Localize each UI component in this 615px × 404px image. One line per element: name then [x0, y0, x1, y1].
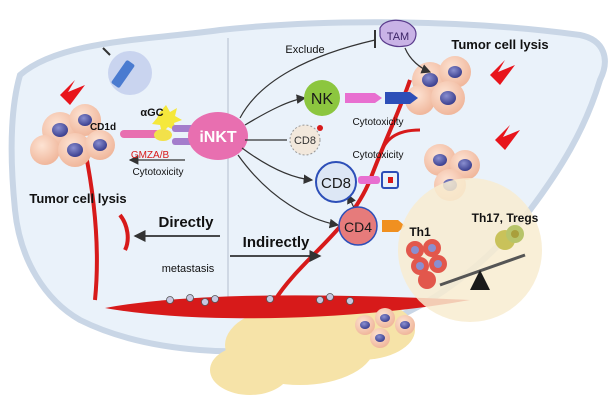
cd4-label: CD4 [344, 219, 372, 235]
metastasis-label: metastasis [162, 263, 215, 275]
cd8-small-label: CD8 [294, 135, 316, 147]
th17-tregs-label: Th17, Tregs [472, 211, 539, 225]
cd4-cell [338, 206, 378, 246]
lightning-icon-mid [495, 125, 520, 150]
indirectly-label: Indirectly [243, 234, 310, 251]
cd8-cell [315, 161, 357, 203]
nk-ligand [385, 92, 418, 104]
cd8-label: CD8 [321, 175, 351, 192]
th1-cells [406, 239, 447, 289]
nk-receptor [345, 93, 382, 103]
cd8-receptor [358, 176, 380, 184]
arrow-to-nk [244, 94, 307, 126]
agc-label: αGC [140, 107, 163, 119]
directly-label: Directly [158, 214, 214, 231]
arrow-tam-tumor [404, 47, 432, 74]
arrow-to-cd4 [237, 154, 340, 229]
balance-fulcrum [470, 270, 490, 290]
tumor-cluster-pancreas [355, 308, 415, 348]
tam-cell [379, 19, 417, 48]
th-balance-panel [398, 178, 542, 322]
cd4-arrow-th1 [382, 220, 405, 232]
exclude-label: Exclude [285, 44, 324, 56]
cd8-small-cell [289, 124, 321, 156]
th17-tregs-cells [495, 225, 524, 250]
vessel-right-branch [378, 128, 421, 156]
lightning-icon-left [60, 80, 85, 105]
tumor-cluster-left [30, 104, 115, 167]
cytotoxicity-nk-label: Cytotoxicity [352, 117, 403, 128]
lightning-icon-top [490, 60, 515, 85]
blood-vessel [105, 295, 470, 319]
cd1d-label: CD1d [90, 122, 116, 133]
gmza-b-label: GMZA/B [131, 150, 170, 161]
cytotoxicity-left-label: Cytotoxicity [132, 167, 183, 178]
syringe-icon [102, 47, 152, 95]
inkt-label: iNKT [199, 129, 237, 146]
arrow-to-cd8 [241, 147, 314, 185]
vessel-left [83, 149, 99, 301]
vessel-cells [166, 293, 354, 306]
inkt-cell [188, 112, 248, 160]
cytotoxicity-cd8-label: Cytotoxicity [352, 150, 403, 161]
balance-beam [439, 253, 526, 287]
tumor-lysis-left-label: Tumor cell lysis [29, 191, 126, 206]
th1-label: Th1 [409, 225, 431, 239]
nk-cell [304, 80, 340, 116]
tumor-lysis-right-label: Tumor cell lysis [451, 37, 548, 52]
arrow-exclude [239, 39, 376, 119]
vessel-left-branch [118, 213, 130, 251]
cd8-ligand [381, 171, 399, 189]
tam-label: TAM [387, 31, 409, 43]
nk-label: NK [311, 91, 334, 108]
